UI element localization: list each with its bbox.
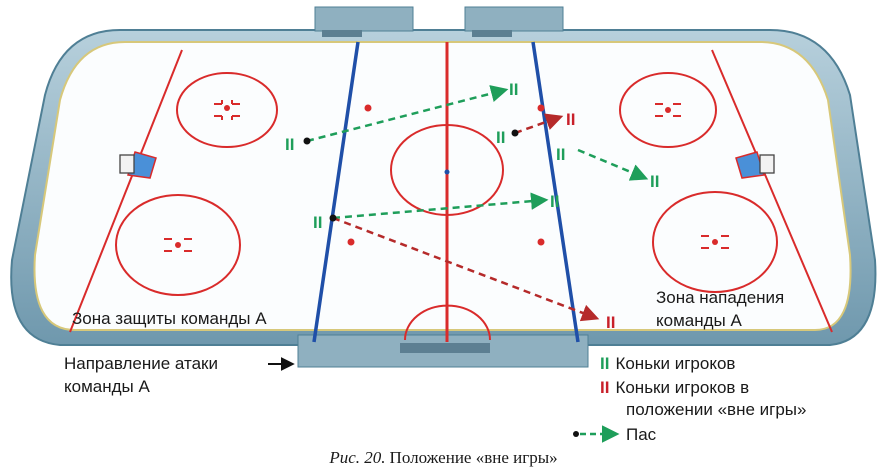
legend-onside: II Коньки игроков — [600, 354, 735, 374]
bench-top-left — [314, 6, 414, 32]
legend-offside: II Коньки игроков в — [600, 378, 749, 398]
bench-top-right — [464, 6, 564, 32]
caption-text: Положение «вне игры» — [389, 448, 558, 467]
legend-offside-line2: положении «вне игры» — [626, 400, 807, 419]
faceoff-circle-right-top — [619, 72, 717, 148]
legend-pass-label: Пас — [626, 425, 657, 444]
figure-caption: Рис. 20.Положение «вне игры» — [0, 448, 887, 468]
player-skates-offside-icon: II — [566, 110, 575, 129]
defense-zone-label: Зона защиты команды А — [72, 309, 267, 328]
goal-crease-icon — [735, 151, 775, 179]
player-skates-icon: II — [550, 192, 559, 211]
player-skates-icon: II — [313, 213, 322, 232]
player-skates-icon: II — [509, 80, 518, 99]
player-skates-icon: II — [496, 128, 505, 147]
goal-line-left — [69, 49, 183, 333]
attack-direction-label-line1: Направление атаки — [64, 354, 218, 373]
player-skates-icon: II — [285, 135, 294, 154]
attack-direction-label-line2: команды А — [64, 377, 150, 396]
goal-line-right — [711, 49, 833, 333]
legend-onside-mark: II — [600, 354, 610, 373]
player-skates-offside-icon: II — [606, 313, 615, 332]
faceoff-circle-left-top — [176, 72, 278, 148]
caption-prefix: Рис. 20. — [329, 448, 386, 467]
blue-line-left — [312, 41, 360, 343]
pass-arrow — [306, 85, 509, 143]
goal-crease-icon — [119, 151, 157, 179]
attack-zone-label-line1: Зона нападения — [656, 288, 785, 307]
center-circle — [390, 124, 504, 216]
referee-crease — [404, 304, 491, 341]
player-skates-icon: II — [650, 172, 659, 191]
offside-pass-arrow — [514, 113, 564, 135]
attack-zone-label-line2: команды А — [656, 311, 742, 330]
legend-offside-label-line1: Коньки игроков в — [615, 378, 750, 397]
faceoff-circle-left-bottom — [115, 194, 241, 296]
pass-arrow — [577, 148, 649, 181]
legend-onside-label: Коньки игроков — [615, 354, 736, 373]
offside-pass-arrow — [332, 216, 600, 322]
player-skates-icon: II — [556, 145, 565, 164]
ice-surface — [33, 41, 852, 331]
faceoff-circle-right-bottom — [652, 191, 778, 293]
blue-line-right — [531, 41, 580, 343]
legend-offside-mark: II — [600, 378, 610, 397]
